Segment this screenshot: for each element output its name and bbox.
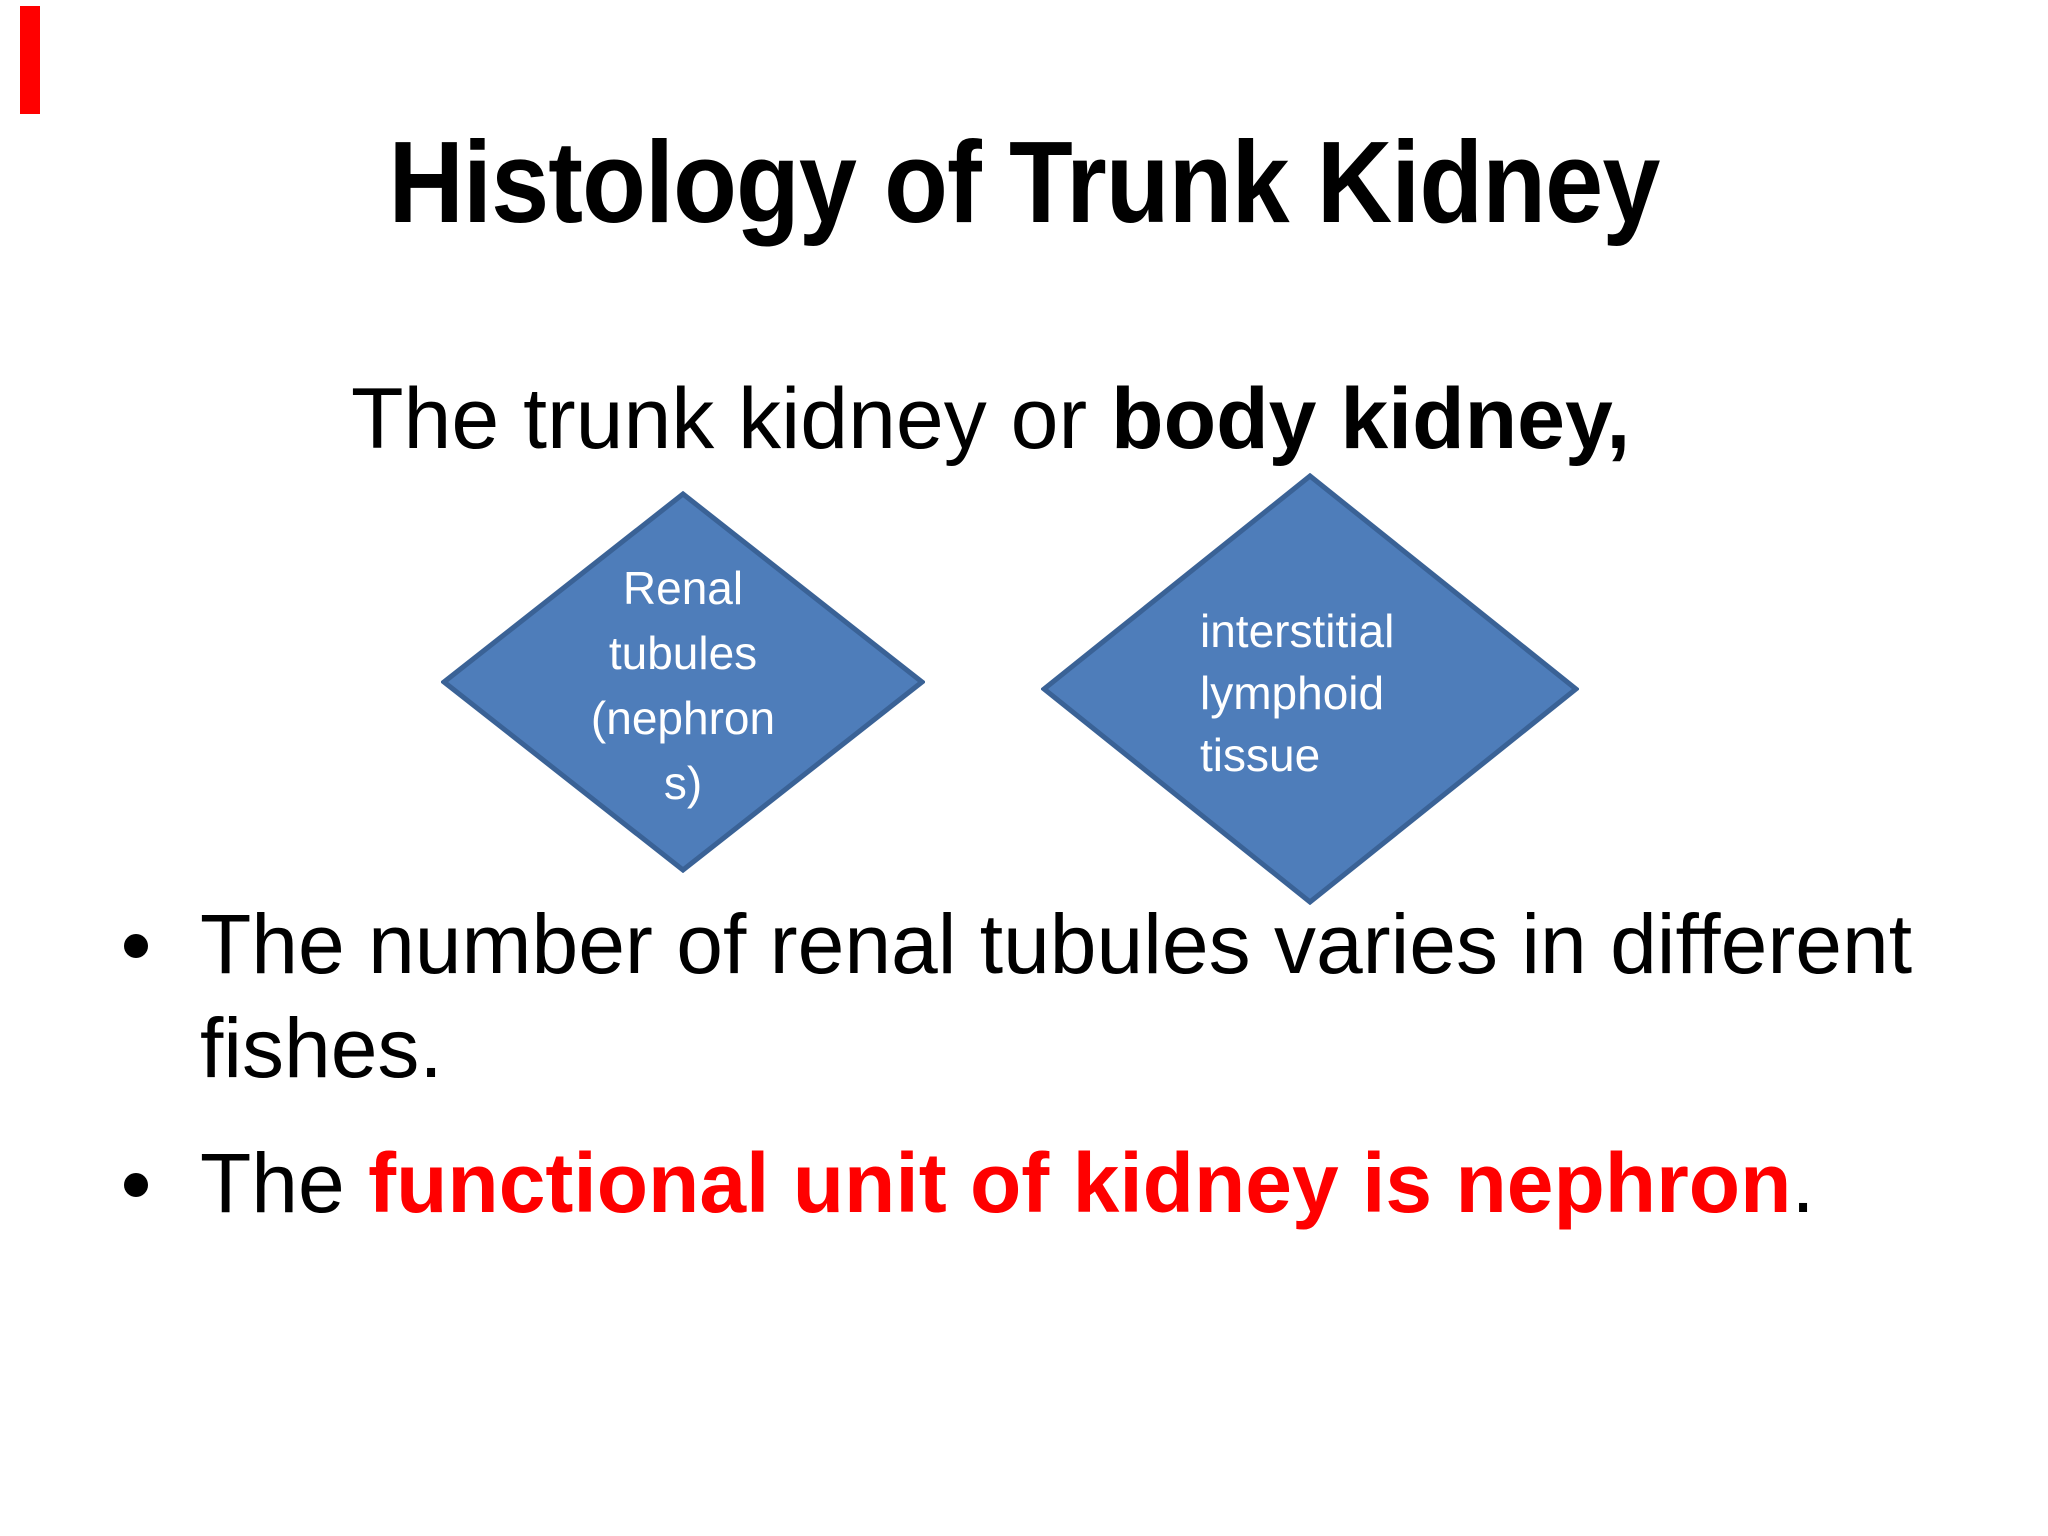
intro-line-bold: body kidney,: [1111, 371, 1631, 467]
diamond-label-line: s): [663, 757, 703, 809]
bullet-2-red-emphasis: functional unit of kidney is nephron: [368, 1136, 1792, 1230]
diamond-label-line: lymphoid: [1200, 667, 1385, 719]
slide-title: Histology of Trunk Kidney: [388, 117, 1661, 247]
diamond-label-line: Renal: [622, 562, 744, 614]
bullet-2-regular-prefix: The: [200, 1136, 369, 1230]
intro-line-regular: The trunk kidney or: [351, 371, 1112, 467]
intro-line: The trunk kidney or body kidney,: [351, 366, 1630, 473]
bullet-dot: [124, 1173, 148, 1197]
diamond-label-line: tissue: [1200, 729, 1321, 781]
red-marker-bar: [20, 6, 40, 114]
bullet-item-functional-unit: The functional unit of kidney is nephron…: [200, 1131, 1960, 1235]
diamond-label-line: (nephron: [590, 692, 776, 744]
bullet-2-regular-suffix: .: [1791, 1136, 1815, 1230]
interstitial-lymphoid-diamond-shape: [1041, 473, 1579, 905]
renal-tubules-diamond-label: Renal tubules (nephron s): [443, 556, 923, 816]
renal-tubules-diamond-shape: [441, 491, 925, 873]
bullet-dot: [124, 934, 148, 958]
bullet-item-renal-tubule-count: The number of renal tubules varies in di…: [200, 897, 1913, 1095]
interstitial-lymphoid-diamond-label: interstitial lymphoid tissue: [1200, 600, 1560, 786]
diamond-label-line: interstitial: [1200, 605, 1395, 657]
diamond-label-line: tubules: [608, 627, 758, 679]
